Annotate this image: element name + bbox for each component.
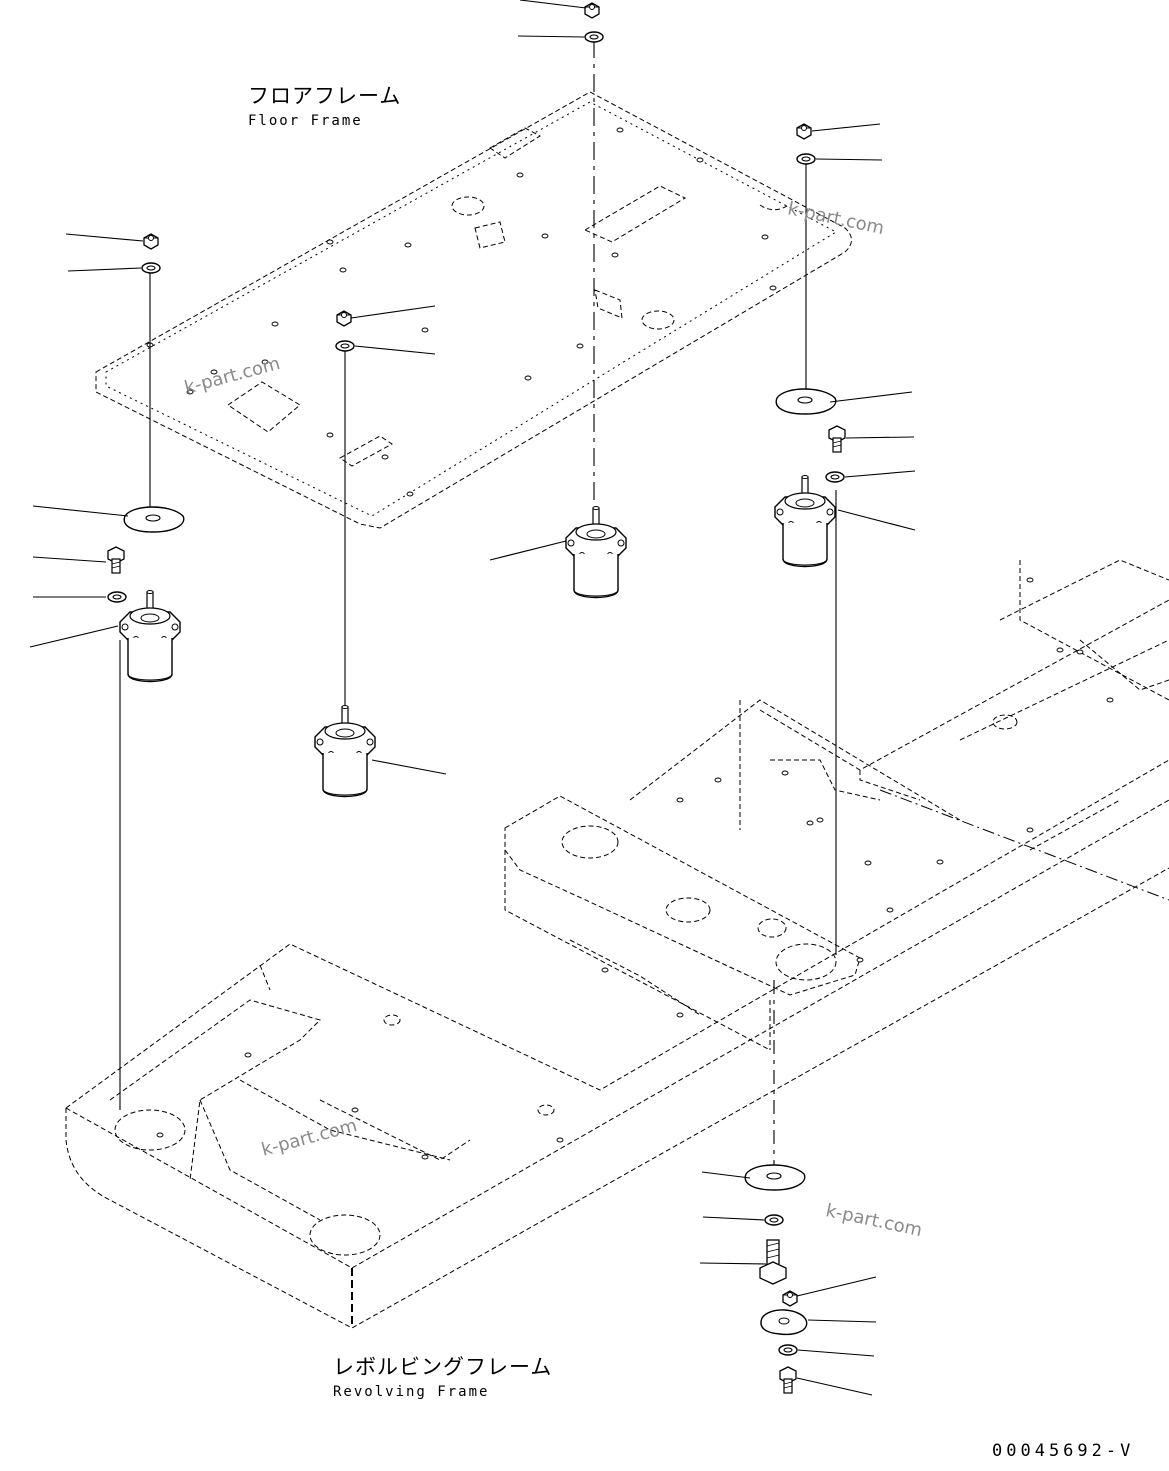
revolving-frame-label-en: Revolving Frame (333, 1384, 490, 1400)
revolving-frame (65, 559, 1169, 1329)
leader-lines (29, 0, 916, 1396)
drawing-code: 00045692-V (992, 1441, 1135, 1461)
floor-frame (95, 91, 852, 529)
cab-mount-left-front (119, 589, 181, 683)
floor-frame-label-en: Floor Frame (248, 113, 363, 129)
floor-frame-label-jp: フロアフレーム (248, 84, 402, 108)
cab-mount-center-left (314, 704, 376, 798)
revolving-frame-holes (156, 577, 1114, 1160)
floor-frame-holes (146, 127, 777, 497)
hardware (107, 2, 846, 1394)
cab-mount-center (565, 505, 627, 599)
assembly-lines (119, 40, 837, 1165)
cab-mount-right (774, 474, 836, 568)
revolving-frame-label-jp: レボルビングフレーム (333, 1355, 553, 1379)
